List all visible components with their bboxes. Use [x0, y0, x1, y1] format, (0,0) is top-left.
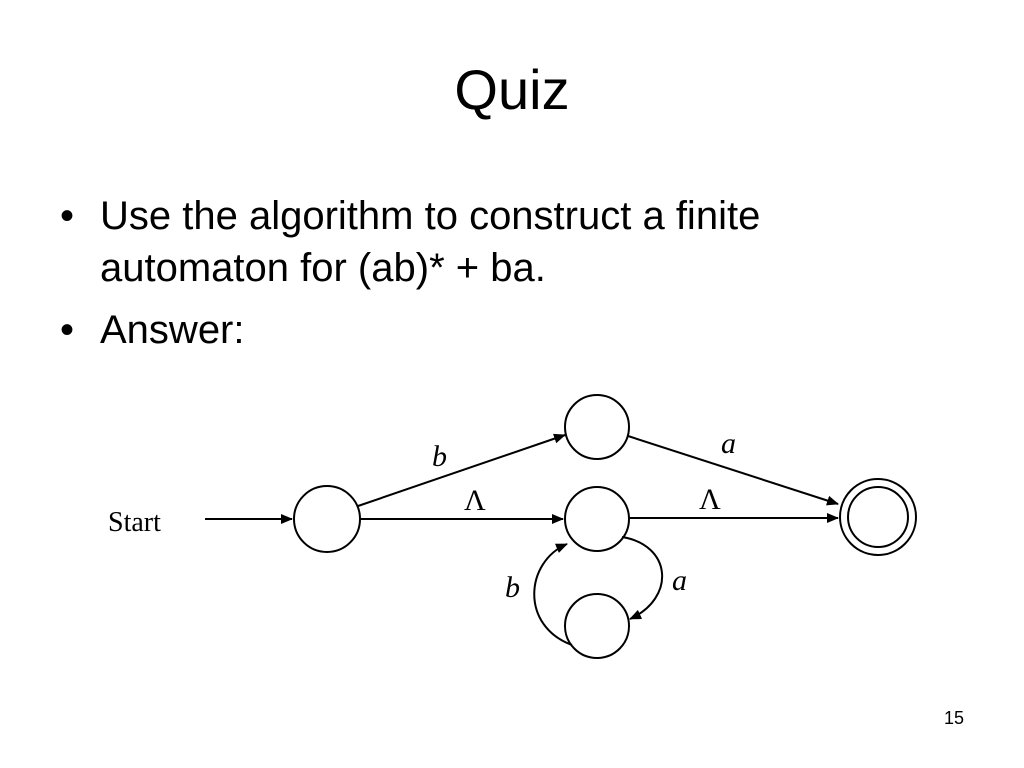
transition-b-state-to-accept — [627, 435, 839, 506]
transition-label-lambda-right: Λ — [699, 483, 721, 516]
transition-label-b-loop: b — [505, 571, 520, 604]
bullet-item-question: • Use the algorithm to construct a finit… — [60, 190, 940, 294]
transition-label-a-loop: a — [672, 564, 687, 597]
start-label: Start — [108, 507, 161, 538]
page-number: 15 — [943, 708, 964, 728]
transition-bottom-to-loop-state — [533, 543, 573, 646]
state-loop-bottom — [564, 593, 630, 659]
state-accepting-inner — [847, 486, 909, 548]
bullet-list: • Use the algorithm to construct a finit… — [60, 190, 940, 366]
state-star-loop — [564, 486, 630, 552]
state-start — [293, 485, 361, 553]
question-text: Use the algorithm to construct a finite … — [100, 194, 761, 290]
transition-label-a-upper: a — [721, 427, 736, 460]
bullet-item-answer: • Answer: — [60, 304, 940, 356]
state-accepting-outer — [839, 478, 917, 556]
bullet-marker: • — [60, 194, 75, 238]
slide-title: Quiz — [454, 58, 570, 121]
transition-label-b-upper: b — [432, 440, 447, 473]
transition-label-lambda-lower: Λ — [464, 484, 486, 517]
transition-loop-state-to-bottom — [621, 536, 664, 620]
transition-start-to-b-state — [357, 433, 566, 507]
answer-label: Answer: — [100, 308, 245, 352]
state-b-branch — [564, 394, 630, 460]
bullet-marker: • — [60, 308, 75, 352]
